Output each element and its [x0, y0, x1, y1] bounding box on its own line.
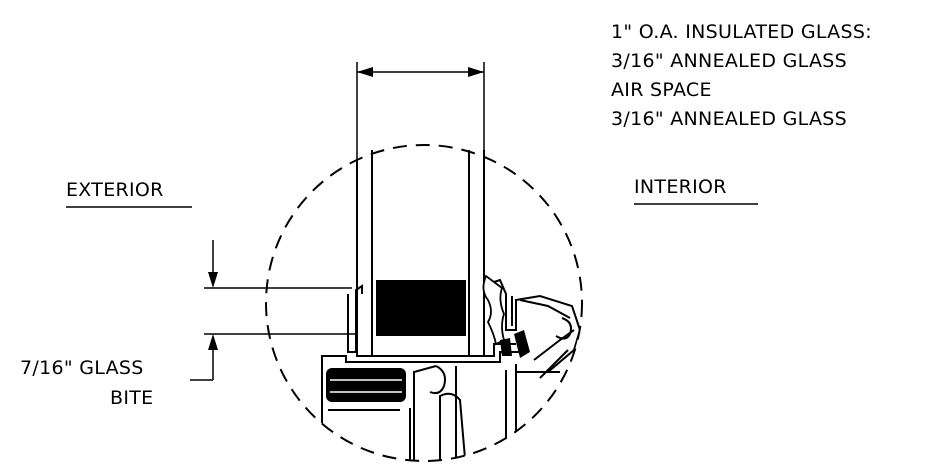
- glass-spec-line-3: 3/16" ANNEALED GLASS: [611, 108, 847, 130]
- detail-circle: [265, 144, 583, 462]
- exterior-label: EXTERIOR: [66, 179, 164, 201]
- glass-spec-line-2: AIR SPACE: [611, 79, 712, 101]
- spacer-sealant: [376, 280, 466, 336]
- glass-bite-label-line-1: 7/16" GLASS: [20, 357, 144, 379]
- frame-extrusion: [321, 274, 582, 461]
- glass-bite-label-line-2: BITE: [110, 387, 153, 409]
- glass-bite-dimension: [190, 240, 356, 381]
- glass-spec-title: 1" O.A. INSULATED GLASS:: [611, 21, 872, 43]
- overall-thickness-dimension: [356, 62, 485, 286]
- insulated-glass-unit: [356, 150, 485, 356]
- interior-label: INTERIOR: [634, 176, 727, 198]
- glass-spec-line-1: 3/16" ANNEALED GLASS: [611, 50, 847, 72]
